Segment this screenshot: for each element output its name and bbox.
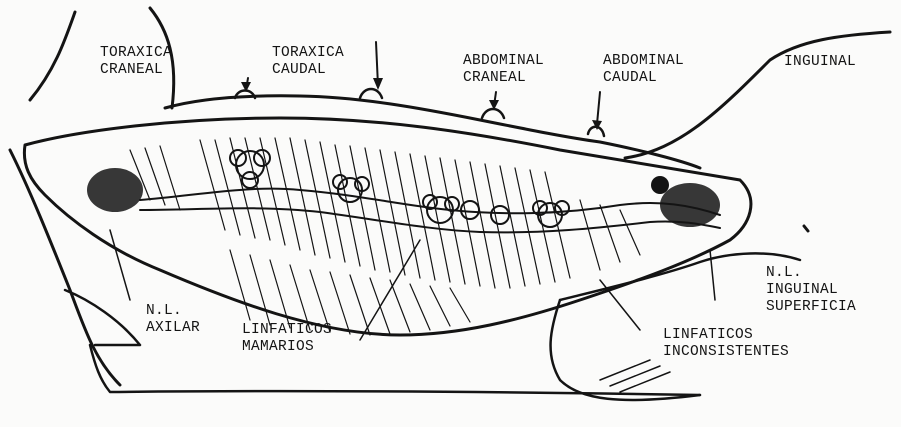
label-toracica-craneal: TORAXICA CRANEAL	[100, 45, 172, 79]
label-nl-inguinal-superficial: N.L. INGUINAL SUPERFICIA	[766, 265, 856, 316]
foreleg-outline	[30, 12, 75, 100]
nipple-toracica-caudal	[360, 89, 382, 98]
label-linfaticos-inconsistentes: LINFATICOS INCONSISTENTES	[663, 327, 789, 361]
hindleg-lower	[560, 253, 800, 300]
arrowheads	[241, 78, 602, 130]
nipple-abdominal-caudal	[588, 127, 604, 136]
label-inguinal: INGUINAL	[784, 54, 856, 71]
nipple-abdominal-craneal	[482, 109, 504, 118]
node-axillary	[87, 168, 143, 212]
label-abdominal-craneal: ABDOMINAL CRANEAL	[463, 53, 544, 87]
pointer-abdominal-caudal	[597, 92, 600, 124]
tick-mark	[804, 226, 808, 231]
hatch-lower-right	[600, 360, 670, 392]
label-linfaticos-mamarios: LINFATICOS MAMARIOS	[242, 322, 332, 356]
label-toracica-caudal: TORAXICA CAUDAL	[272, 45, 344, 79]
label-abdominal-caudal: ABDOMINAL CAUDAL	[603, 53, 684, 87]
hindleg-outline	[625, 32, 890, 158]
ventral-line	[90, 345, 700, 395]
label-nl-axilar: N.L. AXILAR	[146, 303, 200, 337]
node-inguinal	[660, 183, 720, 227]
